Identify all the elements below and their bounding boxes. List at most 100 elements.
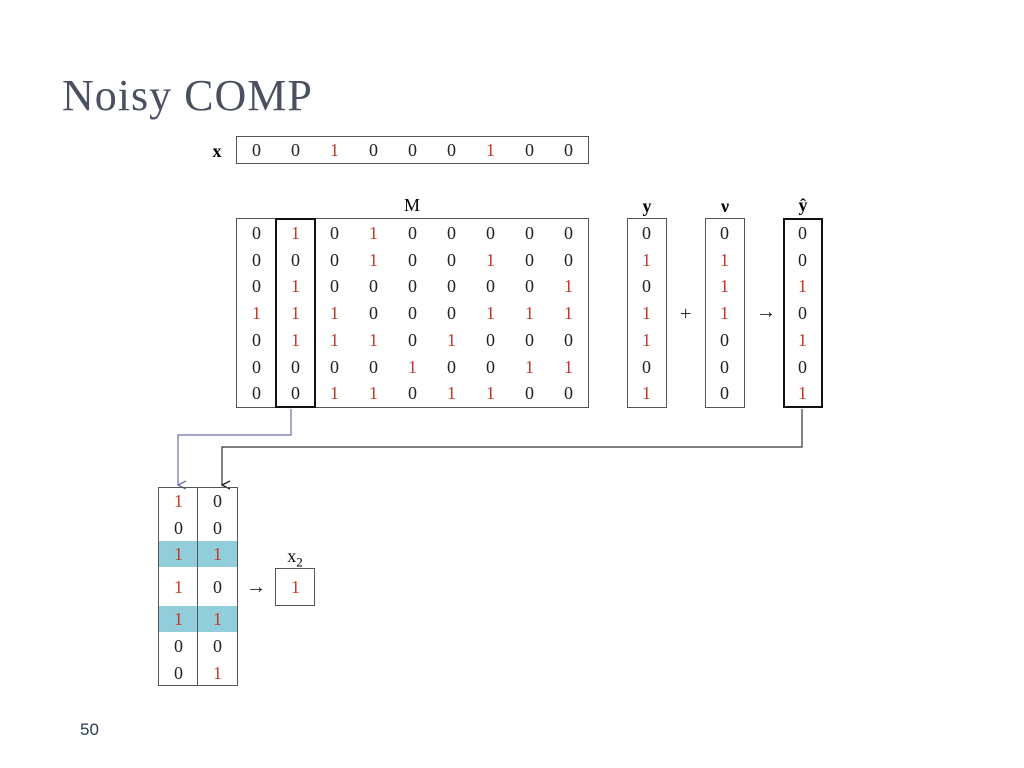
comparison-right-cell: 0 (213, 636, 222, 656)
matrix-cell: 0 (525, 249, 534, 270)
highlighted-column (275, 218, 316, 408)
matrix-cell: 1 (564, 303, 573, 324)
matrix-cell: 1 (330, 303, 339, 324)
matrix-cell: 0 (330, 223, 339, 243)
matrix-cell: 1 (291, 276, 300, 297)
matrix-cell: 0 (291, 249, 300, 270)
matrix-cell: 0 (447, 356, 456, 377)
comparison-left-cell: 1 (174, 609, 183, 629)
comparison-left-cell: 0 (174, 663, 183, 683)
result-box (275, 568, 315, 606)
matrix-cell: 0 (330, 356, 339, 377)
matrix-cell: 0 (525, 223, 534, 243)
comparison-right-cell: 1 (213, 544, 222, 564)
matrix-cell: 1 (291, 329, 300, 350)
matrix-cell: 0 (252, 276, 261, 297)
comparison-left-cell: 1 (174, 577, 183, 597)
y-vector-cell: 1 (642, 329, 651, 350)
comparison-table (158, 487, 238, 686)
matrix-cell: 0 (486, 329, 495, 350)
plus-symbol: + (680, 303, 692, 325)
y-vector-cell: 1 (642, 383, 651, 404)
matrix-cell: 1 (369, 329, 378, 350)
comparison-right-cell: 1 (213, 663, 222, 683)
matrix-cell: 0 (369, 303, 378, 324)
yhat-vector-cell: 0 (798, 249, 807, 270)
matrix-cell: 1 (525, 356, 534, 377)
yhat-vector-cell: 0 (798, 223, 807, 243)
matrix-cell: 0 (330, 249, 339, 270)
arrow-icon: → (756, 301, 776, 323)
x-vector-label: x (212, 141, 222, 161)
noise-vector-cell: 1 (720, 276, 729, 297)
matrix-cell: 1 (525, 303, 534, 324)
matrix-cell: 0 (564, 329, 573, 350)
page-number: 50 (80, 720, 99, 739)
noise-vector-cell: 1 (720, 249, 729, 270)
comparison-left-cell: 1 (174, 544, 183, 564)
yhat-vector-cell: 0 (798, 356, 807, 377)
y-vector-label: y (642, 196, 652, 216)
matrix-cell: 0 (447, 223, 456, 243)
matrix-cell: 0 (525, 383, 534, 404)
x-vector-cell: 0 (369, 140, 378, 160)
noise-vector-box (705, 218, 745, 408)
matrix-cell: 1 (291, 223, 300, 243)
result-label-main: x (287, 546, 297, 566)
x-vector-cell: 0 (525, 140, 534, 160)
matrix-cell: 0 (486, 223, 495, 243)
x-vector-cell: 0 (252, 140, 261, 160)
matrix-cell: 0 (252, 356, 261, 377)
column-connector-line (178, 409, 292, 485)
yhat-connector-line (222, 409, 803, 485)
matrix-cell: 1 (564, 276, 573, 297)
comparison-right-cell: 0 (213, 491, 222, 511)
highlight-row-3 (159, 541, 237, 567)
yhat-vector-label: ŷ (798, 195, 808, 215)
matrix-cell: 1 (447, 329, 456, 350)
y-vector-cell: 0 (642, 223, 651, 243)
matrix-cell: 0 (291, 383, 300, 404)
matrix-cell: 1 (252, 303, 261, 324)
yhat-vector-cell: 0 (798, 303, 807, 324)
comparison-left-cell: 1 (174, 491, 183, 511)
yhat-vector-cell: 1 (798, 383, 807, 404)
matrix-cell: 0 (447, 303, 456, 324)
matrix-cell: 0 (486, 356, 495, 377)
matrix-box (236, 218, 589, 408)
x-vector-box (236, 136, 589, 164)
result-value: 1 (291, 577, 300, 597)
matrix-cell: 0 (408, 329, 417, 350)
matrix-cell: 1 (369, 383, 378, 404)
matrix-cell: 0 (564, 223, 573, 243)
matrix-cell: 0 (252, 249, 261, 270)
y-vector-cell: 1 (642, 303, 651, 324)
comparison-divider (197, 487, 198, 686)
matrix-cell: 0 (252, 329, 261, 350)
y-vector-cell: 0 (642, 356, 651, 377)
matrix-cell: 0 (408, 383, 417, 404)
matrix-cell: 1 (486, 303, 495, 324)
matrix-cell: 1 (369, 249, 378, 270)
x-vector-cell: 0 (447, 140, 456, 160)
slide-title: Noisy COMP (62, 71, 313, 120)
comparison-left-cell: 0 (174, 636, 183, 656)
noise-vector-cell: 0 (720, 383, 729, 404)
x-vector-cell: 1 (330, 140, 339, 160)
matrix-cell: 1 (369, 223, 378, 243)
y-vector-cell: 0 (642, 276, 651, 297)
matrix-cell: 1 (408, 356, 417, 377)
result-arrow-icon: → (246, 576, 266, 598)
x-vector-cell: 0 (408, 140, 417, 160)
result-label-sub: 2 (296, 554, 303, 570)
matrix-label: M (403, 195, 420, 215)
comparison-left-cell: 0 (174, 518, 183, 538)
matrix-cell: 0 (447, 276, 456, 297)
x-vector-cell: 1 (486, 140, 495, 160)
comparison-right-cell: 0 (213, 518, 222, 538)
matrix-cell: 1 (447, 383, 456, 404)
matrix-cell: 0 (525, 329, 534, 350)
matrix-cell: 0 (330, 276, 339, 297)
matrix-cell: 0 (564, 383, 573, 404)
